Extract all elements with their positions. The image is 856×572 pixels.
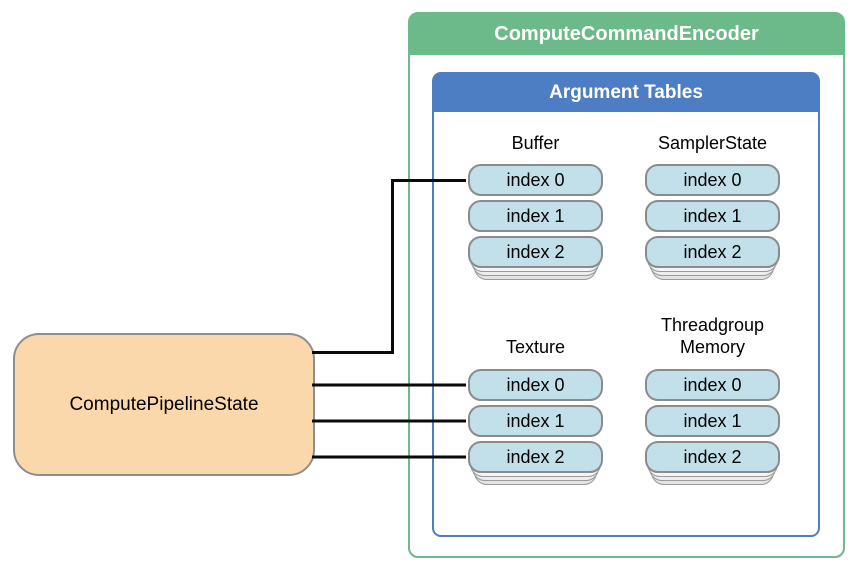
threadgroup-memory-index-0: index 0 (645, 369, 780, 401)
texture-index-1: index 1 (468, 405, 603, 437)
group-label-threadgroup-memory: Threadgroup Memory (660, 315, 765, 357)
buffer-index-2: index 2 (468, 236, 603, 268)
texture-index-2: index 2 (468, 441, 603, 473)
threadgroup-memory-index-1: index 1 (645, 405, 780, 437)
buffer-index-0: index 0 (468, 164, 603, 196)
compute-command-encoder-title: ComputeCommandEncoder (410, 14, 843, 55)
threadgroup-memory-index-2: index 2 (645, 441, 780, 473)
group-label-sampler-state: SamplerState (657, 133, 768, 153)
argument-tables-title: Argument Tables (434, 74, 818, 112)
compute-pipeline-state-box: ComputePipelineState (13, 333, 315, 476)
sampler-state-index-2: index 2 (645, 236, 780, 268)
group-label-texture: Texture (505, 337, 566, 357)
group-label-buffer: Buffer (511, 133, 560, 153)
texture-index-0: index 0 (468, 369, 603, 401)
compute-pipeline-state-label: ComputePipelineState (69, 393, 259, 415)
sampler-state-index-0: index 0 (645, 164, 780, 196)
buffer-index-1: index 1 (468, 200, 603, 232)
sampler-state-index-1: index 1 (645, 200, 780, 232)
